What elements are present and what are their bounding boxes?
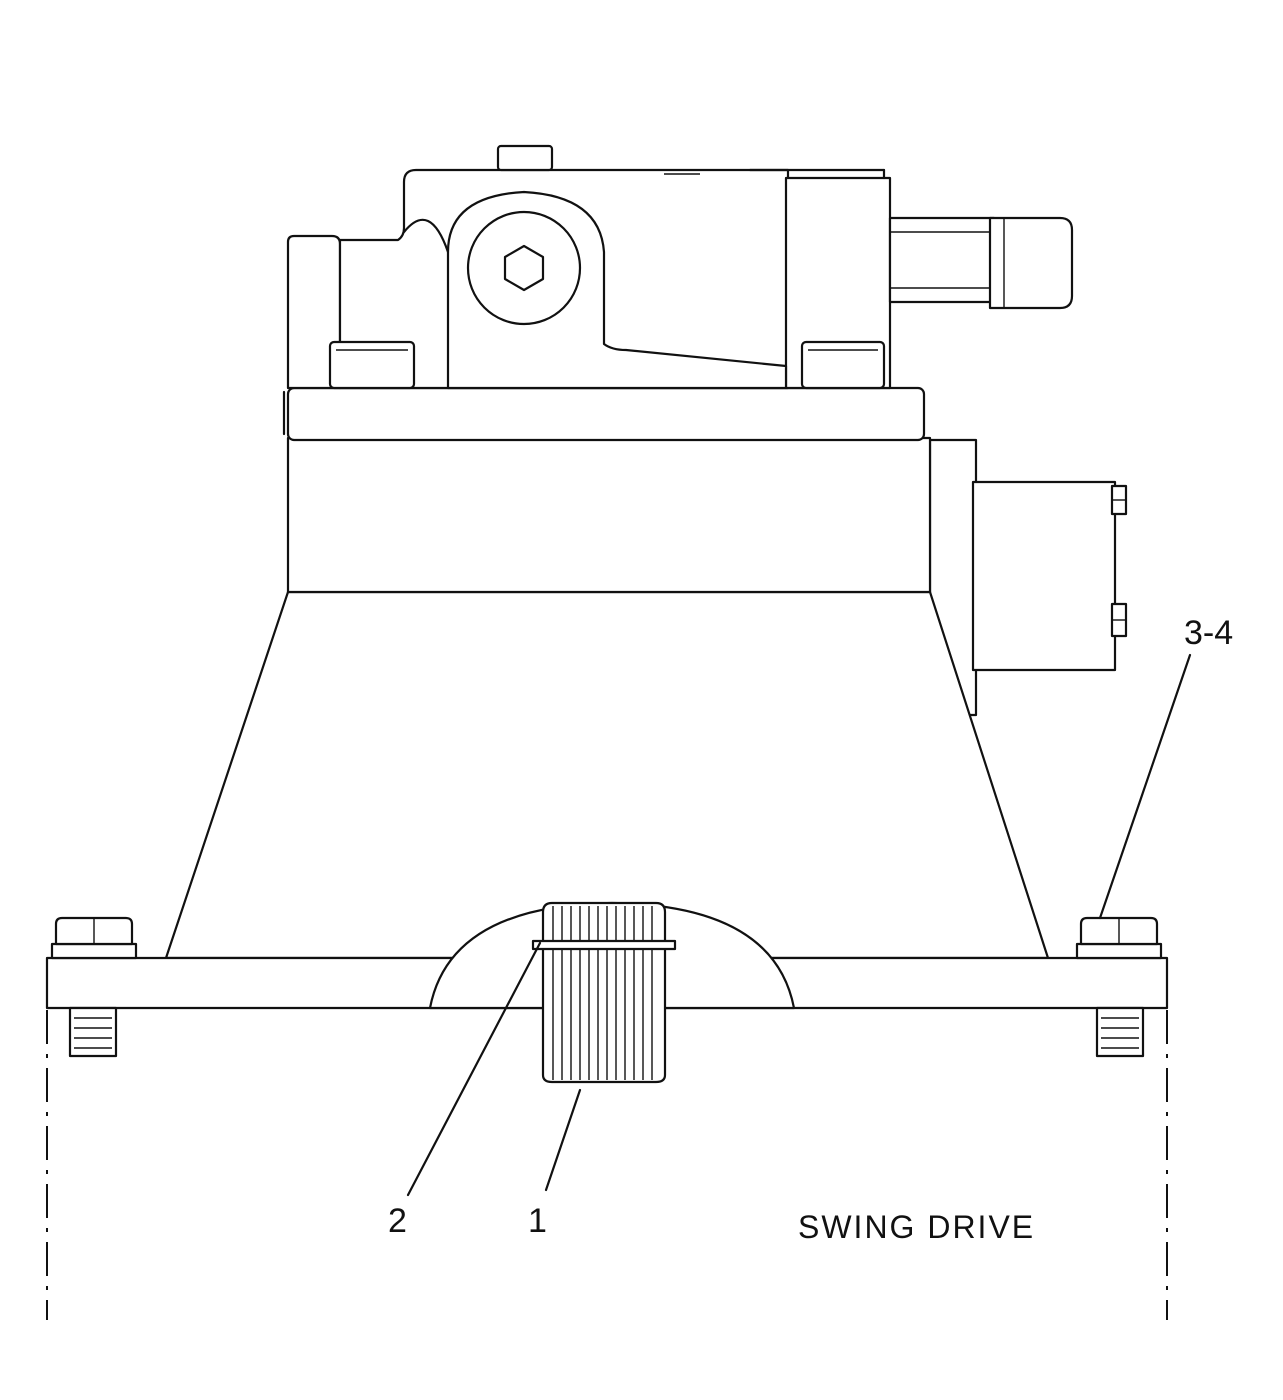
leader-lines: [406, 653, 1192, 1197]
mount-centerlines: [46, 1010, 1168, 1320]
callout-2: 2: [388, 1202, 407, 1240]
side-valve-block: [928, 438, 1128, 717]
motor-head: [286, 144, 1074, 390]
diagram-caption: SWING DRIVE: [798, 1209, 1035, 1245]
callout-3-4: 3-4: [1184, 614, 1233, 652]
bolt-left: [50, 916, 138, 1058]
mid-body: [286, 436, 932, 594]
bolt-right: [1075, 916, 1163, 1058]
callout-1: 1: [528, 1202, 547, 1240]
top-flange: [282, 386, 926, 442]
pinion-shaft: [531, 901, 677, 1084]
